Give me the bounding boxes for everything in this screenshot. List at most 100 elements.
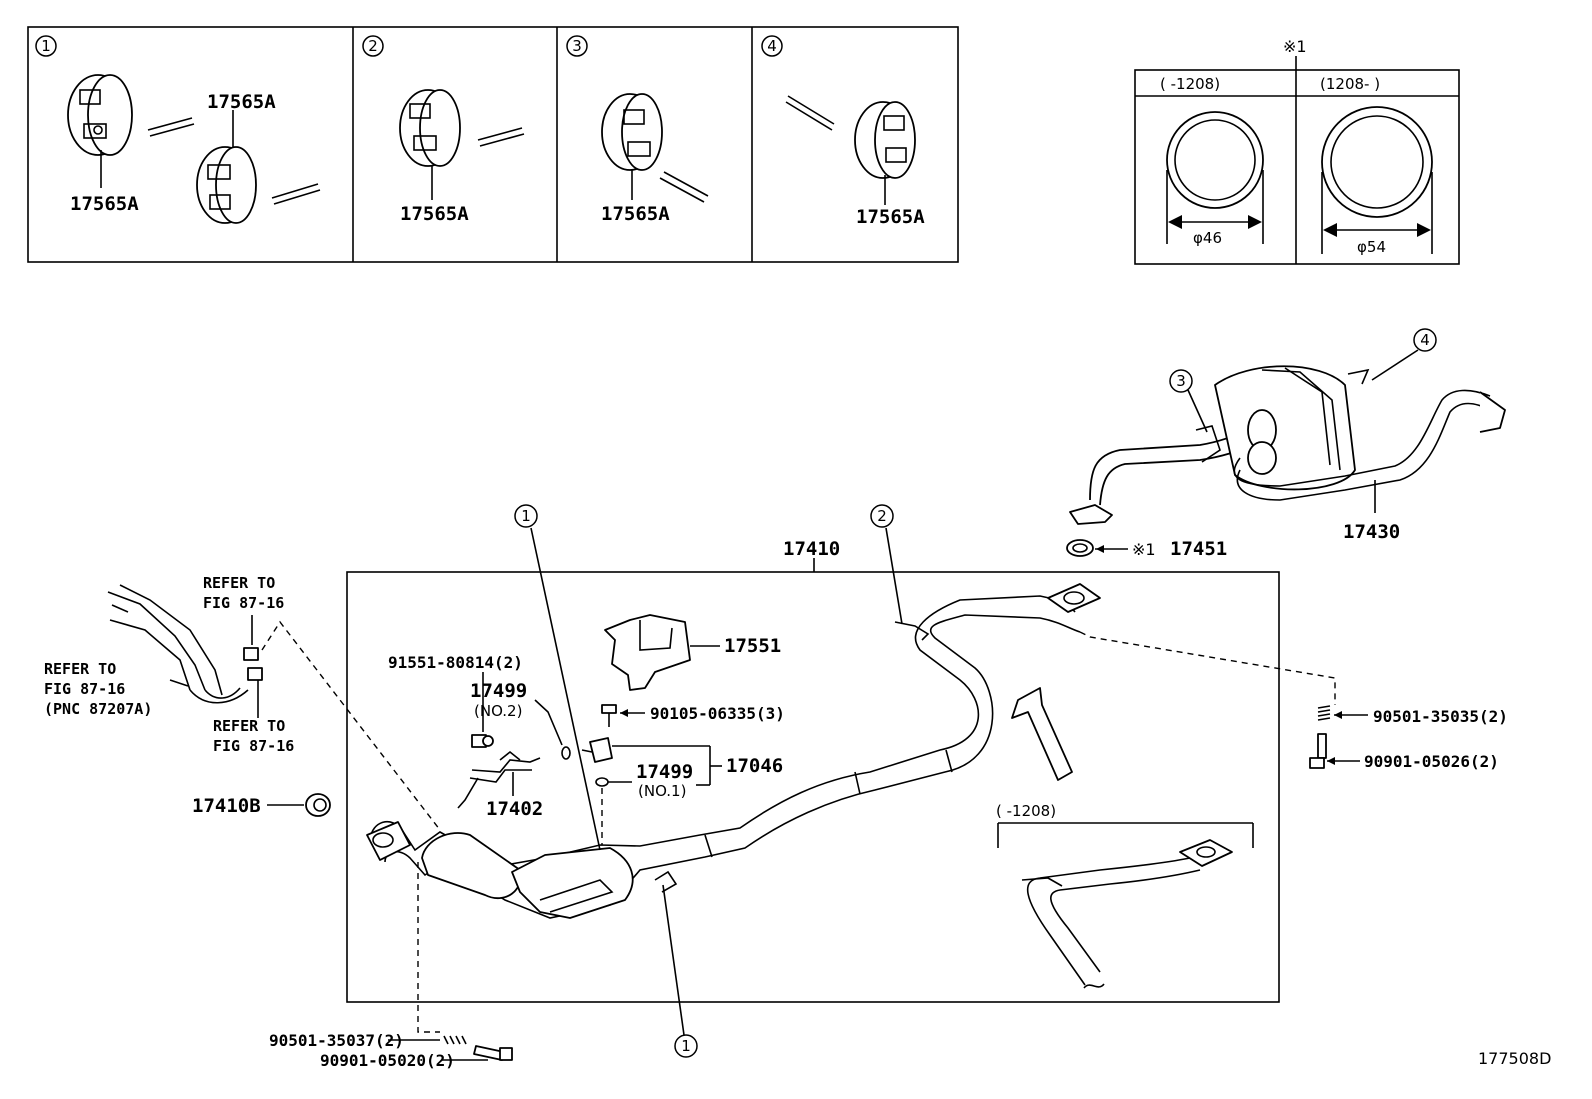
hanger-bracket-1 (654, 870, 678, 893)
callout-3: 3 (1176, 372, 1186, 390)
leader-line (662, 884, 685, 1036)
part-label-91551: 91551-80814(2) (388, 653, 523, 672)
clip (247, 667, 263, 681)
inset-number: 2 (368, 37, 378, 55)
part-label-90901-05026: 90901-05026(2) (1364, 752, 1499, 771)
hanger-rod (477, 127, 525, 147)
heat-shield (604, 614, 691, 691)
label-no2: (NO.2) (474, 702, 522, 720)
callout-circle (674, 1034, 698, 1058)
leader-line (530, 527, 601, 851)
callout-circle (514, 504, 538, 528)
part-label: 17565A (856, 206, 925, 228)
refer-label-2c: (PNC 87207A) (44, 700, 152, 718)
rear-muffler-assembly: 17430 3 4 (1069, 328, 1506, 543)
ring-17410b (305, 793, 331, 817)
rubber-hanger (399, 89, 461, 167)
part-label-17410b: 17410B (192, 795, 261, 817)
gasket-17499-no2 (561, 746, 571, 760)
callout-circle (1413, 328, 1437, 352)
sensor-17046 (589, 737, 613, 763)
refer-label-1b: FIG 87-16 (203, 594, 284, 612)
callout-circle (1169, 369, 1193, 393)
hanger-rod (147, 117, 195, 137)
part-label-90501-35037: 90501-35037(2) (269, 1031, 404, 1050)
left-side-components: REFER TO FIG 87-16 REFER TO FIG 87-16 (P… (44, 574, 441, 831)
part-label-17499-no1: 17499 (636, 761, 693, 783)
gasket-inset: ※1 ( -1208) (1208- ) φ46 φ54 (1134, 37, 1460, 265)
rubber-hanger (854, 101, 916, 179)
variant-pipe-1208: ( -1208) (996, 802, 1254, 989)
inset-number: 1 (41, 37, 51, 55)
callout-circle (761, 35, 783, 57)
part-label: 17565A (400, 203, 469, 225)
screw-90105 (601, 704, 617, 727)
inset-box-3: 3 17565A (566, 35, 709, 225)
rubber-hanger (196, 146, 257, 224)
main-assembly-17410: 17410 17551 91551-80814(2) 17402 (346, 504, 1336, 1058)
callout-1-top: 1 (521, 507, 531, 525)
part-label-17499-no2: 17499 (470, 680, 527, 702)
figure-id: 177508D (1478, 1049, 1551, 1068)
rubber-hanger (601, 93, 663, 171)
sub-converter (511, 847, 634, 919)
hanger-bracket-2 (894, 621, 930, 641)
leader-line (1371, 349, 1419, 381)
gasket-right-header: (1208- ) (1320, 75, 1380, 93)
hanger-rod (785, 95, 835, 131)
gasket-mark: ※1 (1283, 37, 1307, 56)
gasket-ring-54 (1321, 106, 1433, 218)
mark-1: ※1 (1132, 540, 1156, 559)
part-label-90105: 90105-06335(3) (650, 704, 785, 723)
gasket-17451: ※1 17451 (1066, 538, 1227, 560)
part-label-17046: 17046 (726, 755, 783, 777)
callout-circle (362, 35, 384, 57)
part-label-90901-05020: 90901-05020(2) (320, 1051, 455, 1070)
callout-circle (870, 504, 894, 528)
part-label-90501-35035: 90501-35035(2) (1373, 707, 1508, 726)
refer-label-3b: FIG 87-16 (213, 737, 294, 755)
leader-line (885, 527, 903, 625)
leader-line (1187, 389, 1208, 433)
gasket-17499-no1 (595, 777, 609, 787)
refer-label-2a: REFER TO (44, 660, 116, 678)
label-no1: (NO.1) (638, 782, 686, 800)
bolt-91551 (471, 734, 494, 748)
rear-flange (1069, 504, 1113, 525)
bottom-fasteners: 90501-35037(2) 90901-05020(2) (269, 1031, 513, 1070)
part-label-17410: 17410 (783, 538, 840, 560)
bolt-90901 (1317, 733, 1327, 759)
part-label-17430: 17430 (1343, 521, 1400, 543)
leader-line (534, 699, 563, 746)
part-label-17551: 17551 (724, 635, 781, 657)
callout-4: 4 (1420, 331, 1430, 349)
gasket-right-dim: φ54 (1357, 238, 1386, 256)
part-label: 17565A (601, 203, 670, 225)
clip (243, 647, 259, 661)
spring-90501-35037 (443, 1035, 467, 1045)
refer-label-3a: REFER TO (213, 717, 285, 735)
part-label-17402: 17402 (486, 798, 543, 820)
callout-circle (35, 35, 57, 57)
right-fasteners: 90501-35035(2) 90901-05026(2) (1309, 705, 1508, 771)
part-label-17451: 17451 (1170, 538, 1227, 560)
inset-box-2: 2 17565A (362, 35, 525, 225)
hanger-bracket-3 (1195, 425, 1221, 463)
callout-circle (566, 35, 588, 57)
leader-line (169, 679, 189, 687)
gasket-frame (1134, 69, 1460, 265)
refer-label-1a: REFER TO (203, 574, 275, 592)
callout-1-bottom: 1 (681, 1037, 691, 1055)
fuel-lines (107, 584, 223, 696)
part-label: 17565A (207, 91, 276, 113)
mid-flange (1047, 583, 1101, 613)
sensor-17402 (469, 757, 541, 783)
part-label: 17565A (70, 193, 139, 215)
rubber-hanger (67, 74, 133, 156)
inset-number: 4 (767, 37, 777, 55)
spring-90501 (1317, 705, 1331, 721)
hanger-insets: 1 17565A 17565A 2 (27, 26, 959, 263)
gasket-left-dim: φ46 (1193, 229, 1222, 247)
muffler-body (1214, 365, 1356, 491)
